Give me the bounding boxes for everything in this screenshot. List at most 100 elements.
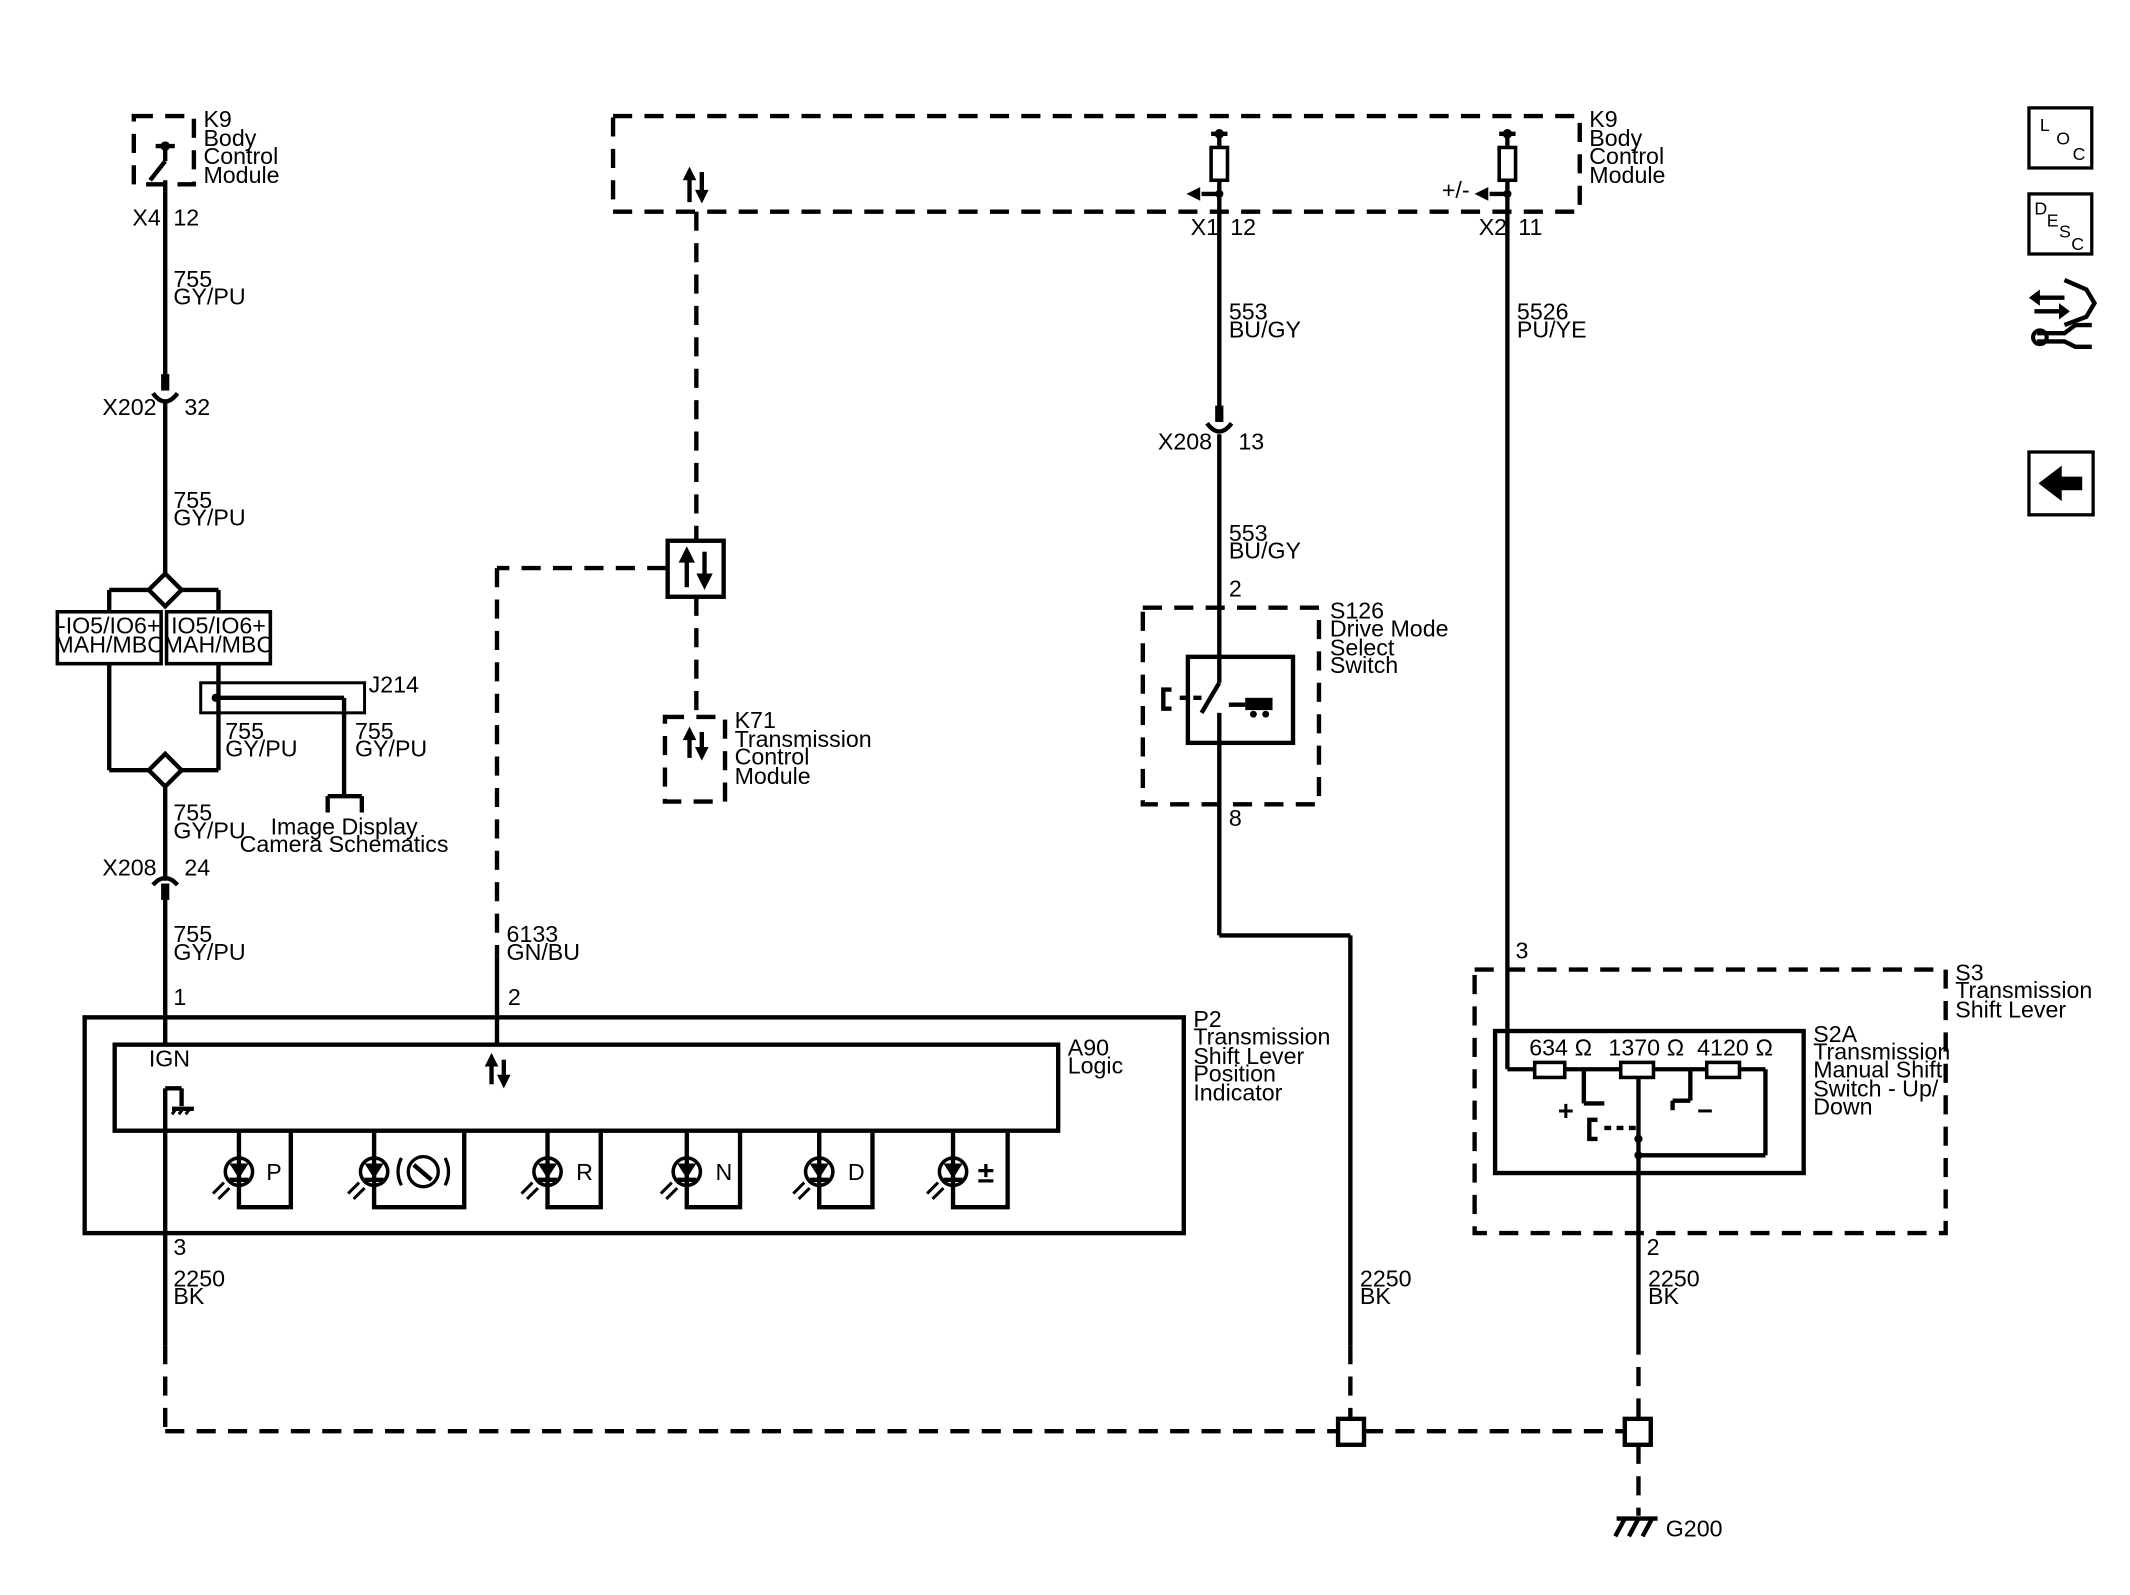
desc-letter-1: D xyxy=(2034,198,2047,218)
s2a-manual-shift-switch: + − 634 Ω 1370 Ω 4120 Ω S2A Transmission… xyxy=(1492,1021,1950,1336)
option-left-line1: -IO5/IO6+ xyxy=(58,613,161,639)
s2a-resistor-1: 634 Ω xyxy=(1529,1035,1592,1061)
ground-ref: G200 xyxy=(1666,1515,1723,1541)
wire-2250-s3: 2250 BK xyxy=(1636,1265,1700,1421)
connector-name: X208 xyxy=(102,854,156,880)
k71-label-1: Transmission xyxy=(735,726,872,752)
a90-ign: IGN xyxy=(149,1046,190,1072)
loc-letter-3: C xyxy=(2073,144,2086,164)
wire-circuit: 755 xyxy=(173,266,212,292)
desc-letter-2: E xyxy=(2047,211,2059,231)
s3-label-2: Shift Lever xyxy=(1955,996,2066,1022)
desc-letter-3: S xyxy=(2059,222,2071,242)
led-n-label: N xyxy=(715,1159,732,1185)
image-display-label-1: Image Display xyxy=(271,813,418,839)
wire-color: GN/BU xyxy=(507,939,580,965)
wire-6133: 6133 GN/BU 2 xyxy=(494,921,580,1045)
wire-circuit: 2250 xyxy=(1648,1265,1700,1291)
wire-circuit: 755 xyxy=(355,718,394,744)
s126-drive-mode-switch: S126 Drive Mode Select Switch 8 xyxy=(1140,598,1449,831)
wire-553-segment-1: 553 BU/GY xyxy=(1217,211,1301,417)
loc-letter-1: L xyxy=(2040,115,2050,135)
loc-button[interactable]: L O C xyxy=(2027,106,2094,170)
connector-repair-icon[interactable] xyxy=(2026,273,2098,353)
j214-ref: J214 xyxy=(369,671,419,697)
wire-color: BK xyxy=(1360,1283,1391,1309)
connector-x208-right: X208 13 xyxy=(1158,405,1264,454)
desc-button[interactable]: D E S C xyxy=(2027,192,2094,256)
p2-label-2: Shift Lever xyxy=(1193,1043,1304,1069)
option-splice-top xyxy=(107,570,221,612)
wire-2250-s126: 2250 BK xyxy=(1217,742,1412,1421)
x2-pin: 11 xyxy=(1518,214,1542,240)
s126-label-3: Switch xyxy=(1330,652,1398,678)
wire-color: BU/GY xyxy=(1229,316,1301,342)
loc-letter-2: O xyxy=(2056,129,2070,149)
s2a-plus: + xyxy=(1558,1095,1574,1126)
led-p: P xyxy=(211,1130,294,1210)
s3-pin-top: 3 xyxy=(1516,938,1529,964)
wire-755-segment-1: 755 GY/PU xyxy=(163,191,246,386)
p2-pin-1: 1 xyxy=(173,984,186,1010)
s3-pin-bottom: 2 xyxy=(1647,1234,1660,1260)
wire-553-segment-2: 553 BU/GY 2 xyxy=(1217,434,1301,657)
wire-circuit: 6133 xyxy=(507,921,559,947)
s126-ref: S126 xyxy=(1330,598,1384,624)
ground-bus xyxy=(165,1416,1653,1516)
wire-circuit: 755 xyxy=(225,718,264,744)
led-d-label: D xyxy=(848,1159,865,1185)
a90-logic: A90 Logic IGN xyxy=(112,1035,1123,1133)
wire-circuit: 553 xyxy=(1229,520,1268,546)
option-right-line1: IO5/IO6+ xyxy=(171,613,266,639)
option-splice-bottom xyxy=(145,750,185,790)
wire-color: GY/PU xyxy=(355,736,427,762)
p2-label-3: Position xyxy=(1193,1061,1276,1087)
wire-circuit: 755 xyxy=(173,921,212,947)
option-left-line2: MAH/MBC xyxy=(54,632,164,658)
s2a-label-1: Transmission xyxy=(1813,1039,1950,1065)
connector-pin: 32 xyxy=(184,394,210,420)
s2a-resistor-2: 1370 Ω xyxy=(1608,1035,1684,1061)
s126-label-1: Drive Mode xyxy=(1330,615,1449,641)
wire-circuit: 5526 xyxy=(1517,299,1569,325)
led-r: R xyxy=(520,1130,603,1210)
a90-label: Logic xyxy=(1068,1052,1123,1078)
wire-color: PU/YE xyxy=(1517,316,1587,342)
led-r-label: R xyxy=(576,1159,593,1185)
back-arrow-icon[interactable] xyxy=(2027,450,2095,517)
wire-circuit: 2250 xyxy=(173,1265,225,1291)
a90-ref: A90 xyxy=(1068,1035,1109,1061)
option-box-right: IO5/IO6+ MAH/MBC xyxy=(164,610,273,666)
connector-pin: 13 xyxy=(1238,428,1264,454)
updown-label: +/- xyxy=(1442,177,1470,203)
s126-label-2: Select xyxy=(1330,634,1395,660)
x1-connector: X1 xyxy=(1191,214,1219,240)
wire-color: GY/PU xyxy=(173,939,245,965)
led-d: D xyxy=(792,1130,875,1210)
wire-color: GY/PU xyxy=(173,505,245,531)
connector-pin: 24 xyxy=(184,854,210,880)
wire-2250-p2: 3 2250 BK xyxy=(163,1088,225,1432)
x2-connector: X2 xyxy=(1479,214,1507,240)
wire-755-segment-4: 755 GY/PU 1 xyxy=(163,899,246,1045)
k9-right-ref: K9 xyxy=(1589,106,1617,132)
k71-module: K71 Transmission Control Module xyxy=(662,707,872,804)
p2-pin-2: 2 xyxy=(508,984,521,1010)
wire-5526: 5526 PU/YE 3 xyxy=(1505,211,1587,1070)
s2a-label-2: Manual Shift xyxy=(1813,1056,1943,1082)
wire-circuit: 755 xyxy=(173,487,212,513)
desc-letter-4: C xyxy=(2071,234,2084,254)
k9-left-connector: X4 xyxy=(132,204,160,230)
k9-left-label-1: Body xyxy=(203,125,256,151)
p2-pin-3: 3 xyxy=(173,1234,186,1260)
k9-left-module: K9 Body Control Module X4 12 xyxy=(131,106,280,230)
k9-right-label-2: Control xyxy=(1589,143,1664,169)
s2a-ref: S2A xyxy=(1813,1021,1857,1047)
p2-label-1: Transmission xyxy=(1193,1024,1330,1050)
wire-color: BK xyxy=(1648,1283,1679,1309)
image-display-reference[interactable]: Image Display Camera Schematics xyxy=(240,793,449,857)
s2a-label-4: Down xyxy=(1813,1093,1872,1119)
s2a-minus: − xyxy=(1697,1095,1713,1126)
wire-circuit: 553 xyxy=(1229,299,1268,325)
wire-color: BU/GY xyxy=(1229,538,1301,564)
